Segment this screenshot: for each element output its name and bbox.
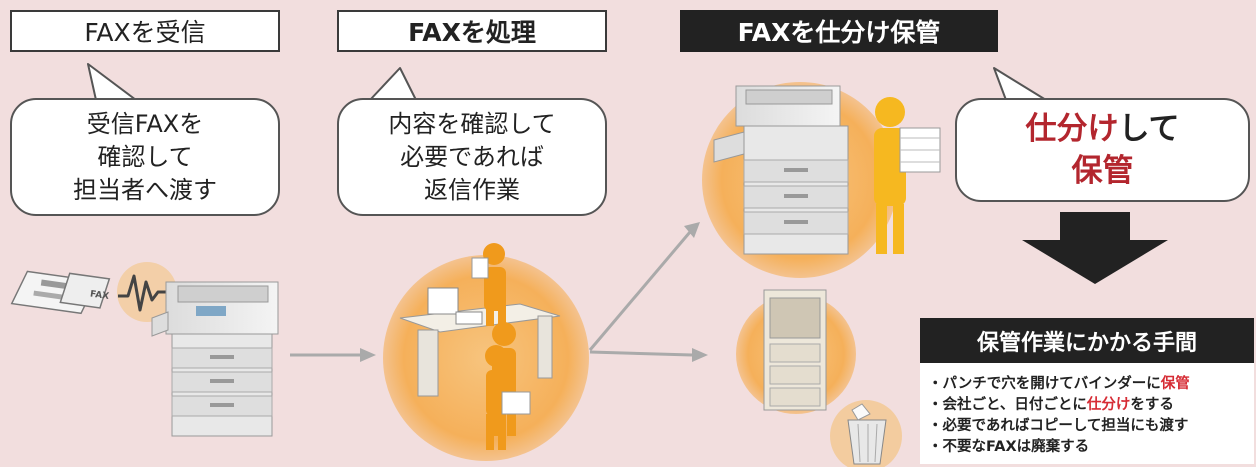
bubble-emphasis-store: 保管 [1071,153,1134,189]
step-1-title: FAXを受信 [10,10,280,52]
cabinet [763,289,827,411]
list-item: ・パンチで穴を開けてバインダーに保管 [928,374,1190,395]
item-text: ・パンチで穴を開けてバインダーに [928,376,1161,392]
item-text: ・不要なFAXは廃棄する [928,439,1090,455]
bubble-line: 確認して [97,142,193,171]
bubble-line-1: 仕分けして [1025,108,1179,150]
item-emphasis: 仕分け [1086,397,1131,413]
bubble-line: 受信FAXを [86,109,204,138]
trash-bin-icon [830,400,902,467]
bubble-suffix: して [1118,111,1180,147]
step-1-bubble: 受信FAXを 確認して 担当者へ渡す [10,98,280,216]
item-emphasis: 保管 [1160,376,1190,392]
bubble-emphasis-sort: 仕分け [1025,111,1119,147]
flow-arrow-right [589,348,708,362]
bubble-tails [87,63,1047,101]
step-3-title: FAXを仕分け保管 [680,10,998,52]
desk [399,287,561,397]
signal-icon [117,262,177,322]
fax-paper-icon: FAX [10,270,111,315]
bubble-line: 返信作業 [424,175,520,204]
step-3-bubble: 仕分けして 保管 [955,98,1250,202]
storage-burden-panel: 保管作業にかかる手間 ・パンチで穴を開けてバインダーに保管 ・会社ごと、日付ごと… [920,318,1254,464]
bubble-line: 担当者へ渡す [73,175,217,204]
svg-text:FAX: FAX [89,289,109,302]
list-item: ・不要なFAXは廃棄する [928,437,1190,458]
bubble-line: 内容を確認して [388,109,556,138]
worker-figure-1 [471,243,506,326]
list-item: ・必要であればコピーして担当にも渡す [928,416,1190,437]
down-arrow [1022,212,1168,284]
bubble-line: 必要であれば [400,142,544,171]
flow-arrow-up [588,222,700,351]
item-text: ・会社ごと、日付ごとに [928,397,1087,413]
flow-arrow-1 [290,348,376,362]
step-2-title: FAXを処理 [337,10,607,52]
fax-machine-2 [713,85,849,255]
storage-burden-list: ・パンチで穴を開けてバインダーに保管 ・会社ごと、日付ごとに仕分けをする ・必要… [928,374,1190,458]
fax-machine-1 [151,281,279,437]
list-item: ・会社ごと、日付ごとに仕分けをする [928,395,1190,416]
worker-figure-4 [874,97,941,254]
item-text-suffix: をする [1130,397,1174,413]
step-2-bubble: 内容を確認して 必要であれば 返信作業 [337,98,607,216]
item-text: ・必要であればコピーして担当にも渡す [928,418,1189,434]
storage-burden-title: 保管作業にかかる手間 [920,318,1254,363]
worker-figure-3 [485,345,531,450]
